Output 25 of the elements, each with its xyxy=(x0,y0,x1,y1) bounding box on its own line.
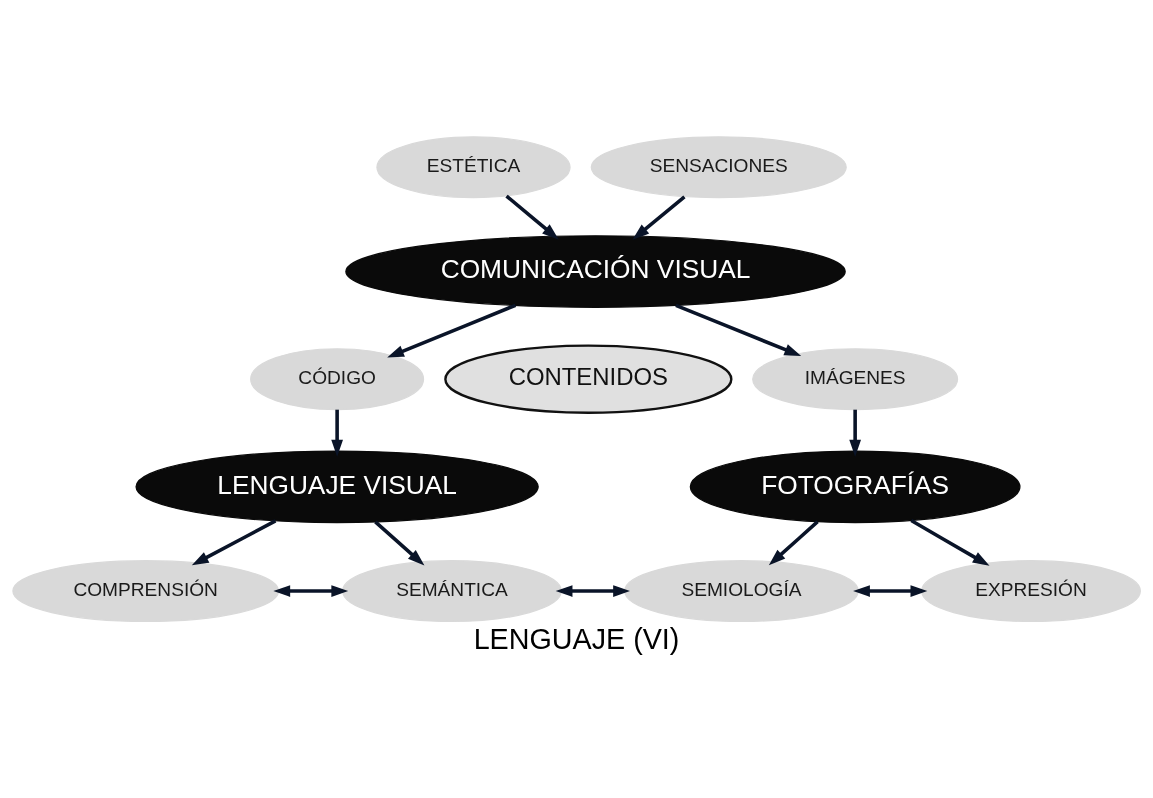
node-ellipse: SEMÁNTICA xyxy=(341,559,562,622)
node-ellipse: EXPRESIÓN xyxy=(921,559,1141,622)
node-ellipse: IMÁGENES xyxy=(752,347,959,410)
node-ellipse: CONTENIDOS xyxy=(444,343,733,414)
node-ellipse: LENGUAJE VISUAL xyxy=(135,449,539,523)
node-ellipse: ESTÉTICA xyxy=(376,135,571,198)
node-ellipse: SENSACIONES xyxy=(590,135,847,198)
node-ellipse: FOTOGRAFÍAS xyxy=(689,449,1021,523)
arrow xyxy=(374,520,425,565)
arrow xyxy=(273,584,349,597)
arrow xyxy=(555,584,630,597)
arrow xyxy=(191,518,277,565)
arrow xyxy=(910,518,990,566)
arrow xyxy=(675,303,802,356)
caption: LENGUAJE (VI) xyxy=(473,622,680,655)
arrow xyxy=(632,194,686,240)
arrow xyxy=(853,584,928,597)
arrow xyxy=(331,409,343,457)
arrow xyxy=(849,409,862,457)
arrow xyxy=(387,303,517,358)
arrow xyxy=(768,519,819,565)
node-ellipse: COMPRENSIÓN xyxy=(12,559,280,622)
node-ellipse: COMUNICACIÓN VISUAL xyxy=(345,234,846,308)
node-ellipse: SEMIOLOGÍA xyxy=(624,559,859,622)
arrow xyxy=(505,194,559,240)
